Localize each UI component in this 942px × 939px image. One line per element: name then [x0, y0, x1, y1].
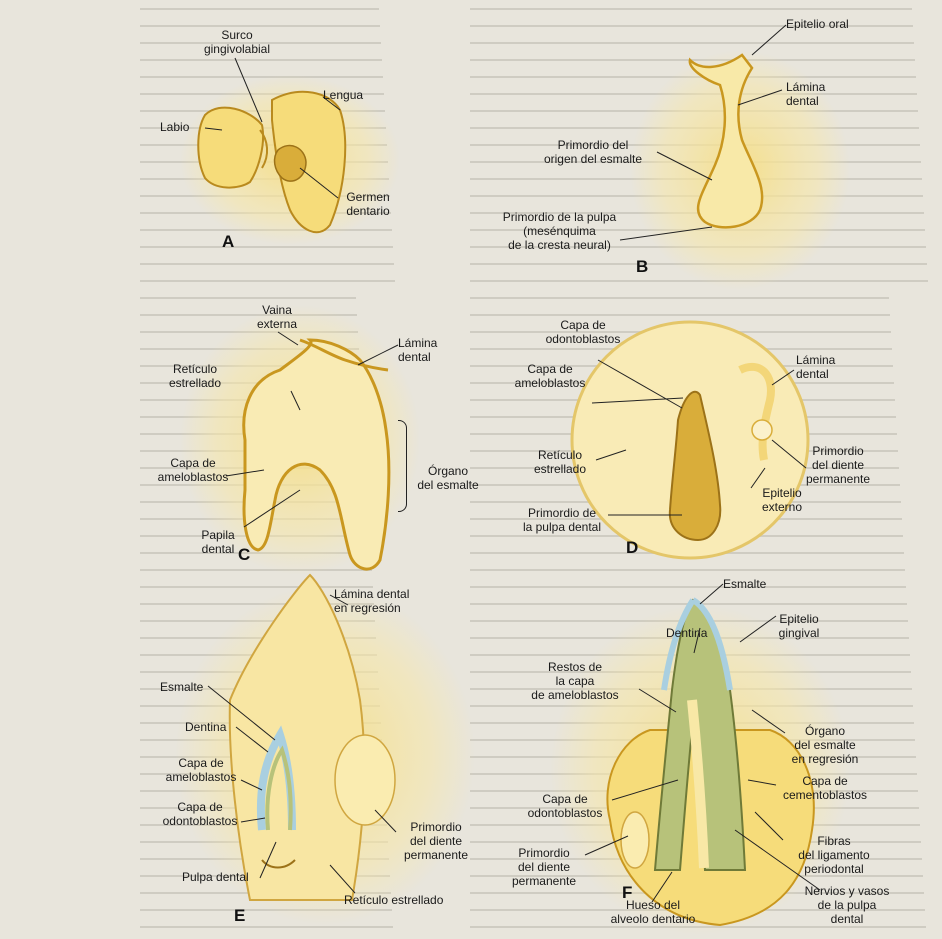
label-primordio-diente-f: Primordio del diente permanente	[506, 846, 582, 888]
label-epitelio-oral: Epitelio oral	[786, 17, 849, 31]
label-lamina-dental-d: Lámina dental	[796, 353, 835, 381]
label-primordio-diente-e: Primordio del diente permanente	[398, 820, 474, 862]
label-esmalte-f: Esmalte	[723, 577, 766, 591]
label-germen-dentario: Germen dentario	[338, 190, 398, 218]
label-pulpa-dental-e: Pulpa dental	[182, 870, 249, 884]
panel-e-tag: E	[234, 906, 245, 926]
panel-b-tag: B	[636, 257, 648, 277]
label-cementoblastos: Capa de cementoblastos	[776, 774, 874, 802]
label-organo-esmalte: Órgano del esmalte	[412, 464, 484, 492]
label-labio: Labio	[160, 120, 189, 134]
panel-a-tag: A	[222, 232, 234, 252]
label-reticulo-d: Retículo estrellado	[526, 448, 594, 476]
label-primordio-diente-d: Primordio del diente permanente	[800, 444, 876, 486]
label-organo-regresion: Órgano del esmalte en regresión	[786, 724, 864, 766]
label-reticulo-c: Retículo estrellado	[160, 362, 230, 390]
label-lamina-dental-c: Lámina dental	[398, 336, 437, 364]
label-esmalte-e: Esmalte	[160, 680, 203, 694]
label-odontoblastos-e: Capa de odontoblastos	[158, 800, 242, 828]
label-ameloblastos-e: Capa de ameloblastos	[162, 756, 240, 784]
label-restos-ameloblastos: Restos de la capa de ameloblastos	[516, 660, 634, 702]
label-ameloblastos-c: Capa de ameloblastos	[156, 456, 230, 484]
label-odontoblastos-f: Capa de odontoblastos	[520, 792, 610, 820]
label-dentina-e: Dentina	[185, 720, 226, 734]
label-papila-dental: Papila dental	[188, 528, 248, 556]
label-vaina-externa: Vaina externa	[242, 303, 312, 331]
panel-a-drawing	[180, 75, 400, 245]
labio-shape	[198, 108, 263, 188]
label-lengua: Lengua	[323, 88, 363, 102]
bracket-organo	[398, 420, 407, 512]
panel-d-tag: D	[626, 538, 638, 558]
label-nervios-vasos: Nervios y vasos de la pulpa dental	[792, 884, 902, 926]
germen-shape	[275, 146, 306, 182]
label-reticulo-e: Retículo estrellado	[344, 893, 443, 907]
label-dentina-f: Dentina	[666, 626, 707, 640]
label-surco-gingivolabial: Surco gingivolabial	[188, 28, 286, 56]
label-ameloblastos-d: Capa de ameloblastos	[510, 362, 590, 390]
label-primordio-esmalte: Primordio del origen del esmalte	[528, 138, 658, 166]
label-fibras-ligamento: Fibras del ligamento periodontal	[786, 834, 882, 876]
label-epitelio-gingival: Epitelio gingival	[770, 612, 828, 640]
label-primordio-pulpa-d: Primordio de la pulpa dental	[514, 506, 610, 534]
label-epitelio-externo: Epitelio externo	[752, 486, 812, 514]
label-lamina-dental-b: Lámina dental	[786, 80, 825, 108]
label-odontoblastos-d: Capa de odontoblastos	[538, 318, 628, 346]
label-lamina-regresion: Lámina dental en regresión	[334, 587, 409, 615]
label-hueso-alveolo: Hueso del alveolo dentario	[598, 898, 708, 926]
label-primordio-pulpa-b: Primordio de la pulpa (mesénquima de la …	[492, 210, 627, 252]
